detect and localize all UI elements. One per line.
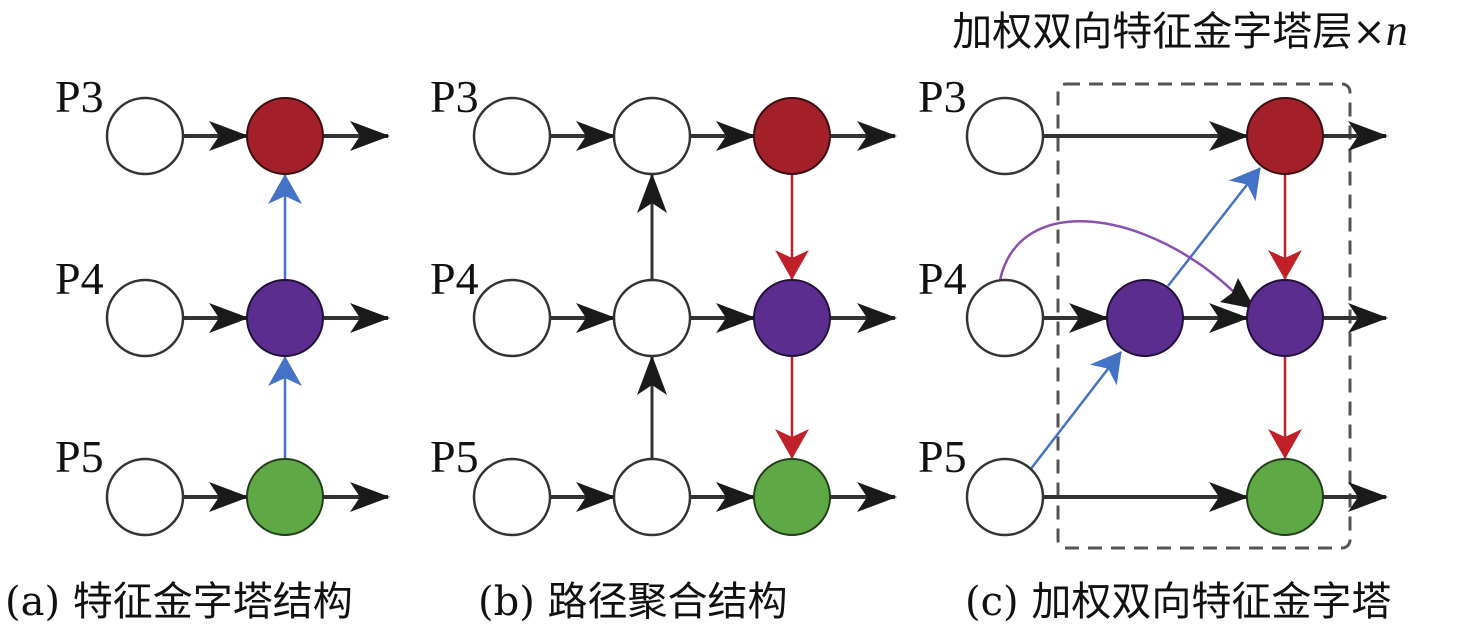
row-label-p4: P4: [918, 253, 967, 304]
caption-a: (a) 特征金字塔结构: [5, 579, 353, 625]
output-node-p5-green: [246, 458, 324, 536]
input-node-p3: [105, 96, 185, 176]
mid-node-p4: [612, 278, 692, 358]
row-label-p5: P5: [55, 431, 104, 482]
output-node-p4-purple: [246, 279, 324, 357]
panel-c-bifpn: P3 P4 P5 (c) 加权双向特征金字塔: [918, 71, 1391, 625]
input-node-p3: [965, 96, 1045, 176]
row-label-p5: P5: [918, 431, 967, 482]
input-node-p5: [472, 457, 552, 537]
caption-b: (b) 路径聚合结构: [478, 579, 788, 625]
diagonal-arrow: [1029, 351, 1122, 471]
output-node-p4-purple: [1246, 279, 1324, 357]
skip-connection-curve: [998, 220, 1238, 296]
output-node-p3-red: [753, 97, 831, 175]
diagonal-arrow: [1167, 167, 1261, 287]
row-label-p3: P3: [55, 71, 104, 122]
output-node-p4-purple: [753, 279, 831, 357]
panel-a-fpn: P3 P4 P5 (a) 特征金字塔结构: [5, 71, 390, 625]
row-label-p3: P3: [918, 71, 967, 122]
input-node-p4: [105, 278, 185, 358]
row-label-p5: P5: [430, 431, 479, 482]
input-node-p4: [472, 278, 552, 358]
row-label-p4: P4: [55, 253, 104, 304]
bifpn-layer-title: 加权双向特征金字塔层×n: [952, 6, 1408, 55]
input-node-p4: [965, 278, 1045, 358]
row-label-p4: P4: [430, 253, 479, 304]
caption-c: (c) 加权双向特征金字塔: [965, 579, 1391, 625]
output-node-p3-red: [1246, 97, 1324, 175]
row-label-p3: P3: [430, 71, 479, 122]
panel-b-panet: P3 P4 P5 (b) 路径聚合结构: [430, 71, 897, 625]
output-node-p5-green: [753, 458, 831, 536]
mid-node-p4-purple: [1106, 279, 1184, 357]
input-node-p3: [472, 96, 552, 176]
output-node-p3-red: [246, 97, 324, 175]
mid-node-p5: [612, 457, 692, 537]
mid-node-p3: [612, 96, 692, 176]
output-node-p5-green: [1246, 458, 1324, 536]
input-node-p5: [965, 457, 1045, 537]
input-node-p5: [105, 457, 185, 537]
skip-connection-arrowhead: [1220, 278, 1255, 309]
